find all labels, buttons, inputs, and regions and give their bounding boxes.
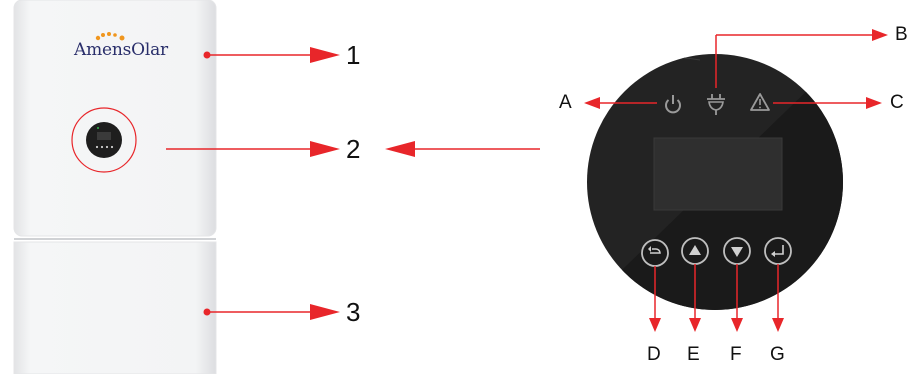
lcd-screen [654, 138, 782, 210]
callout-arrow-3 [210, 304, 340, 320]
callout-label-C: C [890, 92, 904, 114]
callout-label-1: 1 [346, 40, 360, 71]
callout-label-2: 2 [346, 134, 360, 165]
callout-label-A: A [559, 92, 572, 114]
callout-label-D: D [647, 344, 661, 366]
panel-pointer-arrow [385, 141, 540, 157]
callout-label-F: F [730, 344, 742, 366]
callout-label-3: 3 [346, 297, 360, 328]
callout-label-B: B [895, 24, 908, 46]
control-panel [560, 20, 880, 330]
callout-label-E: E [687, 344, 700, 366]
callout-arrow-1 [210, 47, 340, 63]
brand-name: AmensOlar [74, 40, 168, 60]
inverter-lower-body [14, 242, 216, 374]
callout-label-G: G [770, 344, 785, 366]
